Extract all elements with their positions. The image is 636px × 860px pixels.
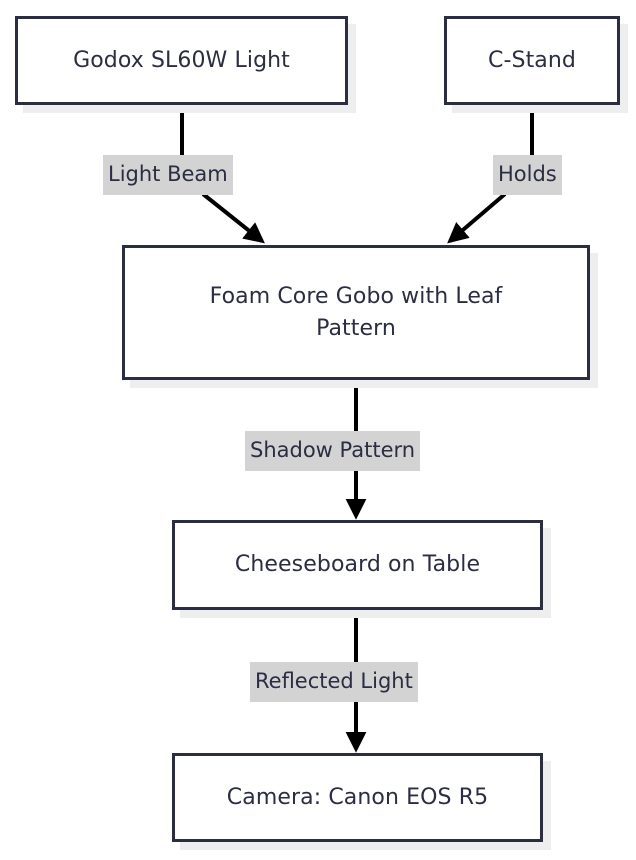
node-label: C-Stand <box>488 47 576 73</box>
node-cheeseboard-on-table[interactable]: Cheeseboard on Table <box>172 520 543 610</box>
node-label: Foam Core Gobo with Leaf Pattern <box>209 284 503 341</box>
edge-label-light-beam: Light Beam <box>103 155 233 195</box>
node-godox-sl60w-light[interactable]: Godox SL60W Light <box>15 16 348 105</box>
node-label: Camera: Canon EOS R5 <box>226 784 489 810</box>
node-c-stand[interactable]: C-Stand <box>444 16 620 105</box>
edge-label-shadow-pattern: Shadow Pattern <box>245 431 421 471</box>
node-label: Godox SL60W Light <box>73 47 290 73</box>
node-label: Cheeseboard on Table <box>234 552 481 578</box>
node-camera-canon-eos-r5[interactable]: Camera: Canon EOS R5 <box>172 753 543 842</box>
edge-label-holds: Holds <box>493 155 562 195</box>
node-foam-core-gobo[interactable]: Foam Core Gobo with Leaf Pattern <box>122 245 590 380</box>
edge-label-reflected-light: Reflected Light <box>250 662 418 702</box>
